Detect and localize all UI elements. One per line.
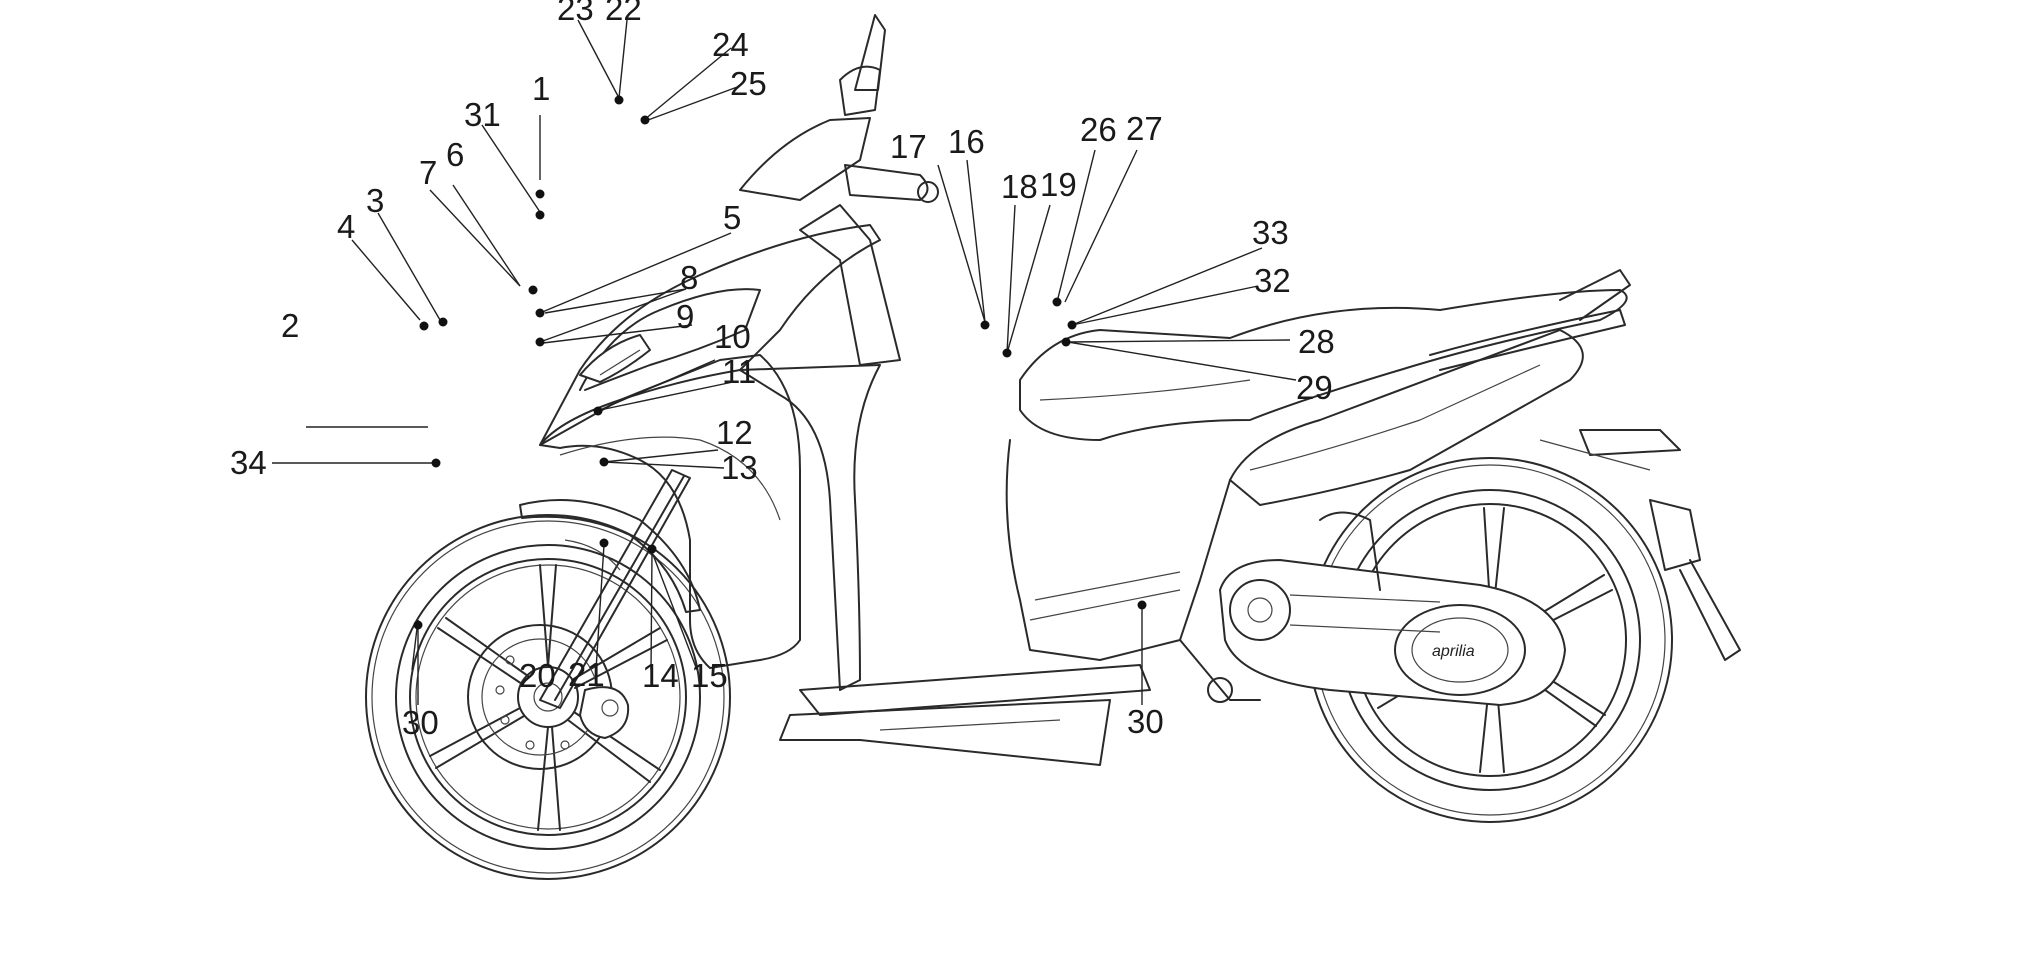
callout-25: 25 <box>730 65 767 102</box>
callout-4: 4 <box>337 208 355 245</box>
callout-18: 18 <box>1001 168 1038 205</box>
callout-10: 10 <box>714 318 751 355</box>
callout-13: 13 <box>721 449 758 486</box>
callout-23: 23 <box>557 0 594 27</box>
front-wheel <box>365 514 731 880</box>
callout-26: 26 <box>1080 111 1117 148</box>
callout-17: 17 <box>890 128 927 165</box>
callout-20: 20 <box>519 657 556 694</box>
callout-30-rear: 30 <box>1127 703 1164 740</box>
callout-labels: 1 2 3 4 5 6 7 8 9 10 11 12 13 14 15 16 1… <box>230 0 1335 741</box>
callout-2: 2 <box>281 307 299 344</box>
callout-16: 16 <box>948 123 985 160</box>
brand-mark: aprilia <box>1432 643 1475 660</box>
callout-24: 24 <box>712 26 749 63</box>
callout-5: 5 <box>723 199 741 236</box>
callout-33: 33 <box>1252 214 1289 251</box>
leader-lines <box>272 19 1297 705</box>
callout-29: 29 <box>1296 369 1333 406</box>
callout-9: 9 <box>676 298 694 335</box>
callout-7: 7 <box>419 154 437 191</box>
callout-31: 31 <box>464 96 501 133</box>
callout-6: 6 <box>446 136 464 173</box>
callout-32: 32 <box>1254 262 1291 299</box>
callout-11: 11 <box>722 353 756 390</box>
callout-dots <box>413 95 1147 630</box>
callout-8: 8 <box>680 259 698 296</box>
scooter-drawing: aprilia <box>365 14 1741 880</box>
callout-30-front: 30 <box>402 704 439 741</box>
callout-28: 28 <box>1298 323 1335 360</box>
callout-3: 3 <box>366 182 384 219</box>
callout-12: 12 <box>716 414 753 451</box>
body-panels <box>539 14 1741 766</box>
callout-14: 14 <box>642 657 679 694</box>
callout-21: 21 <box>568 656 605 693</box>
engine-cover: aprilia <box>1179 511 1566 706</box>
front-fork <box>519 469 701 709</box>
callout-22: 22 <box>605 0 642 27</box>
callout-15: 15 <box>691 657 728 694</box>
callout-27: 27 <box>1126 110 1163 147</box>
callout-34: 34 <box>230 444 267 481</box>
callout-19: 19 <box>1040 166 1077 203</box>
callout-1: 1 <box>532 70 550 107</box>
